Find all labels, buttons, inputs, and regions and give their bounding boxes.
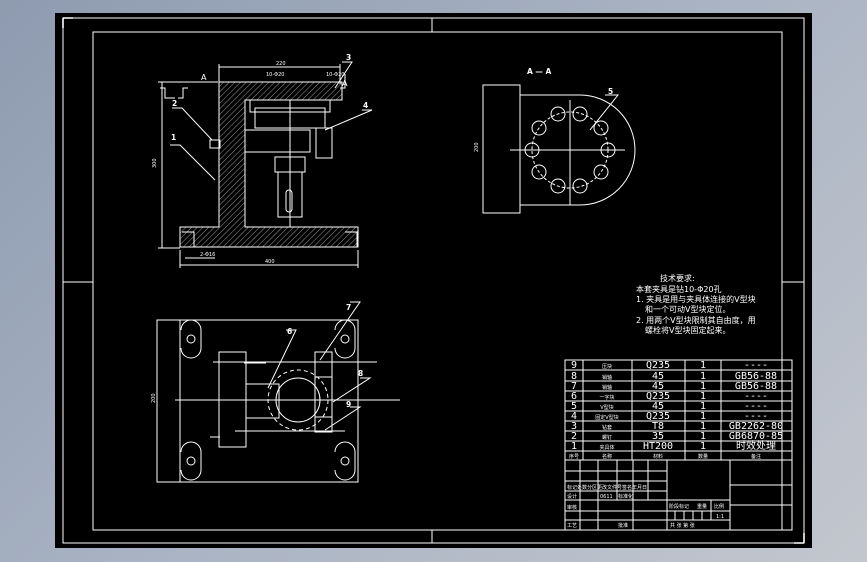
parts-cell: Q235 [646, 411, 670, 422]
standardization-label: 标准化 [618, 493, 633, 500]
callout-5: 5 [608, 87, 613, 96]
parts-cell: GB56-88 [735, 381, 777, 392]
callout-4: 4 [363, 101, 368, 110]
parts-cell: 1 [700, 360, 706, 371]
tech-req-line: 2. 用两个V型块限制其自由度，用 [636, 315, 756, 325]
parts-header-cell: 名称 [602, 453, 612, 460]
design-date: 0611 [600, 494, 613, 500]
section-label: A — A [527, 67, 552, 76]
process-label: 工艺 [567, 523, 577, 529]
parts-cell: 45 [652, 381, 664, 392]
parts-cell: Q235 [646, 360, 670, 371]
parts-cell: 1 [700, 401, 706, 412]
parts-header-cell: 序号 [569, 453, 579, 460]
callout-6: 6 [287, 327, 292, 336]
parts-cell: 螺钉 [602, 434, 612, 441]
designer-label: 设计 [567, 493, 577, 500]
parts-cell: 8 [571, 371, 577, 382]
parts-cell: 一字块 [599, 394, 614, 401]
dim-top-height: 200 [151, 393, 157, 403]
parts-cell: 1 [700, 431, 706, 442]
parts-cell: 固定V型块 [595, 414, 618, 421]
tech-req-title: 技术要求: [660, 273, 695, 283]
parts-header-cell: 数量 [698, 453, 708, 460]
dim-base-width: 400 [265, 259, 275, 265]
parts-cell: 7 [571, 381, 577, 392]
parts-cell: 1 [700, 381, 706, 392]
reviewer-label: 审核 [567, 504, 577, 511]
parts-cell: 9 [571, 360, 577, 371]
parts-cell: 时效处理 [736, 439, 776, 452]
callout-7: 7 [346, 303, 351, 312]
parts-cell: HT200 [643, 441, 673, 452]
parts-cell: 1 [700, 371, 706, 382]
side-view-a-a: A — A 200 5 [474, 67, 636, 214]
tech-req-line: 本套夹具是钻10-Φ20孔 [636, 284, 722, 294]
sheet-count: 共 张 第 张 [670, 522, 695, 529]
parts-cell: 1 [700, 441, 706, 452]
dim-bore-note-right: 10-Φ20 [326, 72, 344, 78]
title-block: 标记处数分区更改文件号签名年月日 设计 0611 标准化 阶段标记 重量 比例 … [565, 460, 792, 530]
callout-2: 2 [172, 99, 177, 108]
tech-req-line: 和一个可动V型块定位。 [645, 304, 730, 314]
parts-header-cell: 材料 [653, 453, 663, 460]
scale-value: 1:1 [716, 514, 724, 520]
parts-cell: V型块 [600, 404, 613, 411]
stage-mark-label: 阶段标记 [669, 503, 689, 510]
approve-label: 批准 [618, 522, 628, 529]
tech-req-line: 1. 夹具是用与夹具体连接的V型块 [636, 294, 756, 304]
parts-cell: 2 [571, 431, 577, 442]
parts-cell: 45 [652, 371, 664, 382]
callout-3: 3 [346, 53, 351, 62]
parts-cell: GB2262-80 [729, 421, 783, 432]
parts-cell: 钻套 [602, 424, 612, 431]
parts-cell: ---- [744, 360, 768, 371]
parts-cell: 1 [700, 411, 706, 422]
parts-cell: 压块 [602, 363, 612, 370]
parts-cell: 6 [571, 391, 577, 402]
parts-cell: 销轴 [602, 374, 612, 381]
dim-height: 300 [152, 158, 158, 168]
tech-req-line: 螺栓将V型块固定起来。 [645, 325, 730, 335]
parts-cell: Q235 [646, 391, 670, 402]
section-marker-left: A [201, 73, 207, 82]
parts-cell: ---- [744, 391, 768, 402]
parts-cell: ---- [744, 411, 768, 422]
parts-cell: 销轴 [602, 384, 612, 391]
front-section-view: 220 10-Φ20 10-Φ20 300 400 2-Φ16 A A 1 2 … [152, 53, 373, 268]
callout-8: 8 [358, 369, 363, 378]
parts-cell: 35 [652, 431, 664, 442]
parts-cell: ---- [744, 401, 768, 412]
dim-bore-note-left: 10-Φ20 [266, 72, 284, 78]
parts-cell: 1 [571, 441, 577, 452]
parts-cell: 45 [652, 401, 664, 412]
parts-cell: 夹具体 [599, 444, 614, 451]
weight-label: 重量 [697, 503, 707, 510]
dim-side-height: 200 [474, 142, 480, 152]
dim-top-width: 220 [276, 61, 286, 67]
parts-cell: 1 [700, 421, 706, 432]
callout-1: 1 [171, 133, 176, 142]
parts-header-cell: 备注 [751, 453, 761, 460]
parts-cell: 5 [571, 401, 577, 412]
parts-cell: 3 [571, 421, 577, 432]
parts-cell: GB56-88 [735, 371, 777, 382]
scale-label: 比例 [714, 503, 724, 510]
technical-requirements: 技术要求: 本套夹具是钻10-Φ20孔 1. 夹具是用与夹具体连接的V型块 和一… [636, 273, 756, 335]
cad-drawing-canvas[interactable] [55, 13, 812, 548]
parts-cell: GB6870-85 [729, 431, 783, 442]
parts-cell: 1 [700, 391, 706, 402]
section-marker-right: A [342, 79, 348, 88]
parts-cell: 4 [571, 411, 577, 422]
revision-header: 标记处数分区更改文件号签名年月日 [567, 484, 647, 491]
top-view: 200 7 6 8 9 [151, 301, 400, 483]
parts-cell: T8 [652, 421, 664, 432]
drawing-frame [62, 17, 805, 544]
callout-9: 9 [346, 400, 351, 409]
dim-base-hole: 2-Φ16 [200, 252, 215, 258]
